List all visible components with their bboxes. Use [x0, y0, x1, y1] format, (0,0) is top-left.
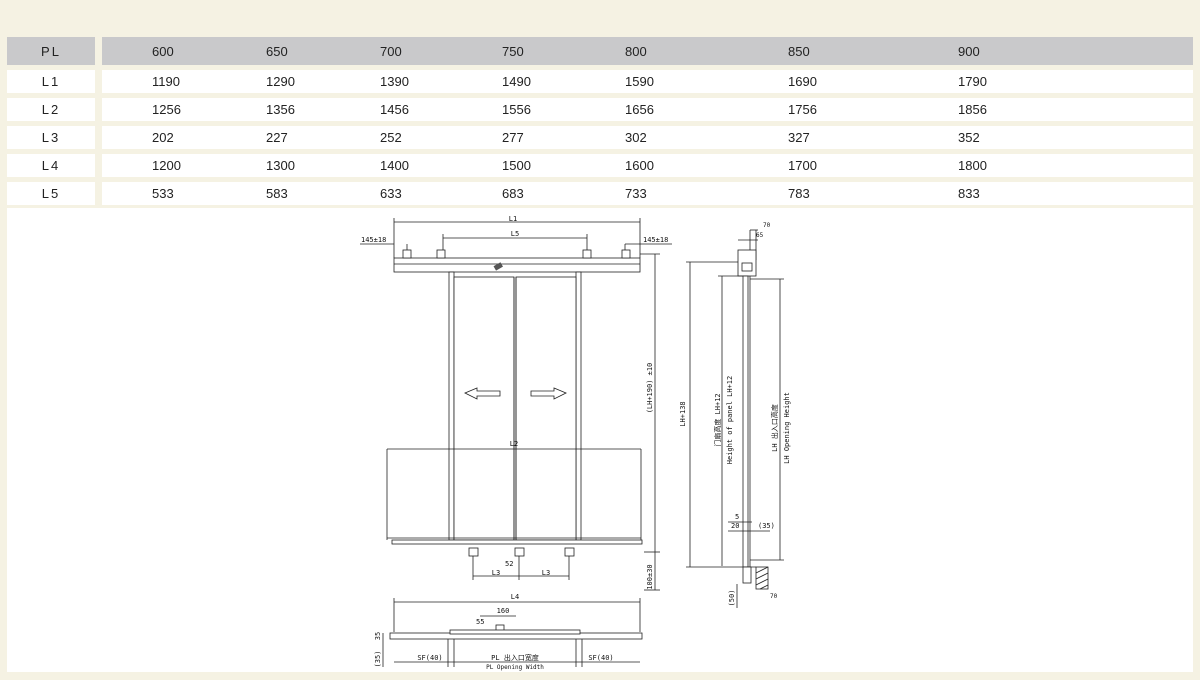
header-col-700: 700 — [380, 37, 502, 65]
table-cell: 1290 — [266, 70, 380, 93]
header-col-850: 850 — [788, 37, 958, 65]
dim-l3-left: L3 — [492, 569, 500, 577]
dim-35b: (35) — [374, 651, 382, 668]
table-cell: 633 — [380, 182, 502, 205]
table-cell: 1600 — [625, 154, 788, 177]
table-cell: 1300 — [266, 154, 380, 177]
row-label: L3 — [7, 126, 95, 149]
dim-bottom: 100±30 — [646, 564, 654, 589]
table-cell: 733 — [625, 182, 788, 205]
row-label: L1 — [7, 70, 95, 93]
dim-gap: 52 — [505, 560, 513, 568]
side-opening-height-cn: LH 出入口高度 — [770, 404, 779, 452]
header-col-900: 900 — [958, 37, 1193, 65]
table-cell: 583 — [266, 182, 380, 205]
table-row: L4 1200 1300 1400 1500 1600 1700 1800 — [7, 154, 1193, 177]
dim-35: 35 — [374, 632, 382, 640]
dim-side-70-bottom: 70 — [770, 593, 778, 600]
dim-lh138: LH+138 — [679, 401, 687, 426]
header-label-pl: PL — [7, 37, 95, 65]
table-cell: 1400 — [380, 154, 502, 177]
table-cell: 1490 — [502, 70, 625, 93]
header-col-650: 650 — [266, 37, 380, 65]
side-panel-height-en: Height of panel LH+12 — [726, 376, 734, 465]
table-cell: 1256 — [152, 98, 266, 121]
table-cell: 227 — [266, 126, 380, 149]
dim-l4: L4 — [511, 593, 519, 601]
header-col-750: 750 — [502, 37, 625, 65]
table-cell: 1500 — [502, 154, 625, 177]
row-label: L2 — [7, 98, 95, 121]
table-cell: 1456 — [380, 98, 502, 121]
dim-l1: L1 — [509, 215, 517, 223]
table-cell: 1390 — [380, 70, 502, 93]
dim-55: 55 — [476, 618, 484, 626]
table-row: L5 533 583 633 683 733 783 833 — [7, 182, 1193, 205]
plan-view: L4 160 55 35 (35) SF(40) SF(40) PL 出入口宽度… — [374, 593, 643, 671]
table-cell: 302 — [625, 126, 788, 149]
row-label: L5 — [7, 182, 95, 205]
table-cell: 1190 — [152, 70, 266, 93]
side-panel-height-cn: 门扇高度 LH+12 — [713, 393, 722, 446]
dim-side-70-top: 70 — [763, 222, 771, 229]
dim-side-50: (50) — [728, 590, 736, 607]
table-cell: 683 — [502, 182, 625, 205]
table-cell: 833 — [958, 182, 1193, 205]
table-cell: 327 — [788, 126, 958, 149]
table-cell: 252 — [380, 126, 502, 149]
dim-side-65: 65 — [756, 232, 764, 239]
dim-l3-right: L3 — [542, 569, 550, 577]
dim-l5: L5 — [511, 230, 519, 238]
side-section: 70 65 LH+138 门扇高度 LH+12 Height of panel … — [679, 222, 791, 608]
dim-side-5: 5 — [735, 513, 739, 521]
table-row: L1 1190 1290 1390 1490 1590 1690 1790 — [7, 70, 1193, 93]
table-cell: 352 — [958, 126, 1193, 149]
door-technical-drawing: L1 L5 145±18 145±18 — [360, 215, 791, 671]
dimension-table: PL 600 650 700 750 800 850 900 L1 1190 1… — [7, 32, 1193, 210]
table-cell: 783 — [788, 182, 958, 205]
pl-opening-en: PL Opening Width — [486, 664, 544, 671]
dim-side-35: (35) — [758, 522, 775, 530]
table-cell: 1556 — [502, 98, 625, 121]
dim-160: 160 — [497, 607, 510, 615]
table-cell: 277 — [502, 126, 625, 149]
table-cell: 1200 — [152, 154, 266, 177]
header-col-800: 800 — [625, 37, 788, 65]
dim-sf-right: SF(40) — [588, 654, 613, 662]
table-cell: 1790 — [958, 70, 1193, 93]
dim-left-offset: 145±18 — [361, 236, 386, 244]
front-elevation: L1 L5 145±18 145±18 — [360, 215, 672, 591]
table-cell: 1800 — [958, 154, 1193, 177]
drawing-panel: L1 L5 145±18 145±18 — [7, 208, 1193, 672]
row-label: L4 — [7, 154, 95, 177]
table-cell: 533 — [152, 182, 266, 205]
table-cell: 1756 — [788, 98, 958, 121]
table-row: L3 202 227 252 277 302 327 352 — [7, 126, 1193, 149]
dim-height: (LH+190) ±10 — [646, 363, 654, 414]
dim-right-offset: 145±18 — [643, 236, 668, 244]
table-cell: 1700 — [788, 154, 958, 177]
table-cell: 1656 — [625, 98, 788, 121]
dim-side-20: 20 — [731, 522, 739, 530]
table-cell: 1590 — [625, 70, 788, 93]
table-row: L2 1256 1356 1456 1556 1656 1756 1856 — [7, 98, 1193, 121]
table-cell: 1856 — [958, 98, 1193, 121]
table-cell: 1356 — [266, 98, 380, 121]
table-cell: 1690 — [788, 70, 958, 93]
header-col-600: 600 — [152, 37, 266, 65]
side-opening-height-en: LH Opening Height — [783, 392, 791, 464]
pl-opening-cn: PL 出入口宽度 — [491, 653, 539, 662]
table-header-row: PL 600 650 700 750 800 850 900 — [7, 37, 1193, 65]
table-cell: 202 — [152, 126, 266, 149]
dim-l2: L2 — [510, 440, 518, 448]
dim-sf-left: SF(40) — [417, 654, 442, 662]
